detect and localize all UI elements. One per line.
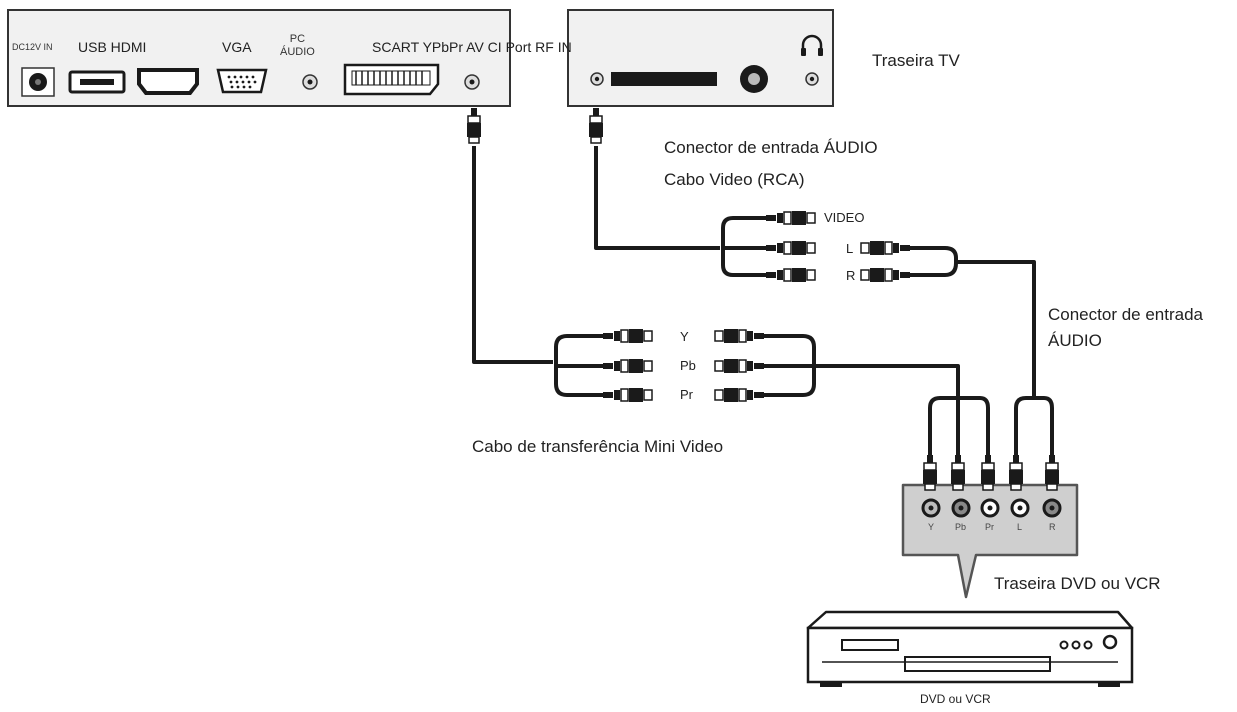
mini-video-cable-label: Cabo de transferência Mini Video — [472, 437, 724, 456]
port-label-dc-in: DC12V IN — [12, 42, 53, 52]
dvd-back-label: Traseira DVD ou VCR — [994, 574, 1161, 593]
component-y-label: Y — [680, 329, 689, 344]
port-label-pc-audio: PC ÁUDIO — [280, 33, 315, 58]
rf-antenna-jack — [740, 65, 768, 93]
dvd-device — [806, 610, 1134, 687]
dvd-jack-label-l: L — [1017, 522, 1023, 532]
pc-audio-jack — [302, 74, 318, 90]
ypbpr-av-jack — [464, 74, 480, 90]
video-cable-rca-label: Cabo Video (RCA) — [664, 170, 805, 189]
tv-side-panel — [7, 9, 511, 107]
rca-l-label: L — [846, 241, 854, 256]
headphone-icon — [801, 34, 823, 56]
card-slot — [611, 72, 717, 86]
rca-video-label: VIDEO — [824, 210, 865, 225]
cable-audio-right — [956, 260, 1036, 398]
dvd-back-jacks — [921, 498, 1062, 518]
tv-back-panel — [567, 9, 834, 107]
tv-back-label: Traseira TV — [872, 51, 960, 70]
audio-input-connector-label: Conector de entrada ÁUDIO — [664, 138, 878, 157]
cable-rca-top — [594, 146, 720, 250]
port-label-scart-line: SCART YPbPr AV CI Port RF IN — [372, 39, 572, 55]
dvd-device-label: DVD ou VCR — [920, 692, 991, 706]
cable-component-right — [814, 364, 960, 455]
dvd-jack-label-y: Y — [928, 522, 935, 532]
port-label-usb-hdmi: USB HDMI — [78, 39, 147, 55]
dvd-jack-label-pr: Pr — [985, 522, 994, 532]
dvd-jack-label-r: R — [1049, 522, 1056, 532]
component-pb-label: Pb — [680, 358, 696, 373]
component-pr-label: Pr — [680, 387, 693, 402]
usb-port — [68, 70, 126, 94]
cable-component-left — [472, 146, 553, 364]
scart-port — [343, 63, 440, 96]
dvd-jack-label-pb: Pb — [955, 522, 967, 532]
dc-in-jack — [21, 67, 55, 97]
cables — [472, 146, 1054, 455]
dvd-back-panel — [901, 454, 1079, 599]
audio-input-connector-right-label: Conector de entrada ÁUDIO — [1048, 305, 1203, 350]
rca-r-label: R — [846, 268, 856, 283]
vga-port — [216, 68, 268, 94]
port-label-vga: VGA — [222, 39, 252, 55]
hdmi-port — [137, 68, 199, 95]
